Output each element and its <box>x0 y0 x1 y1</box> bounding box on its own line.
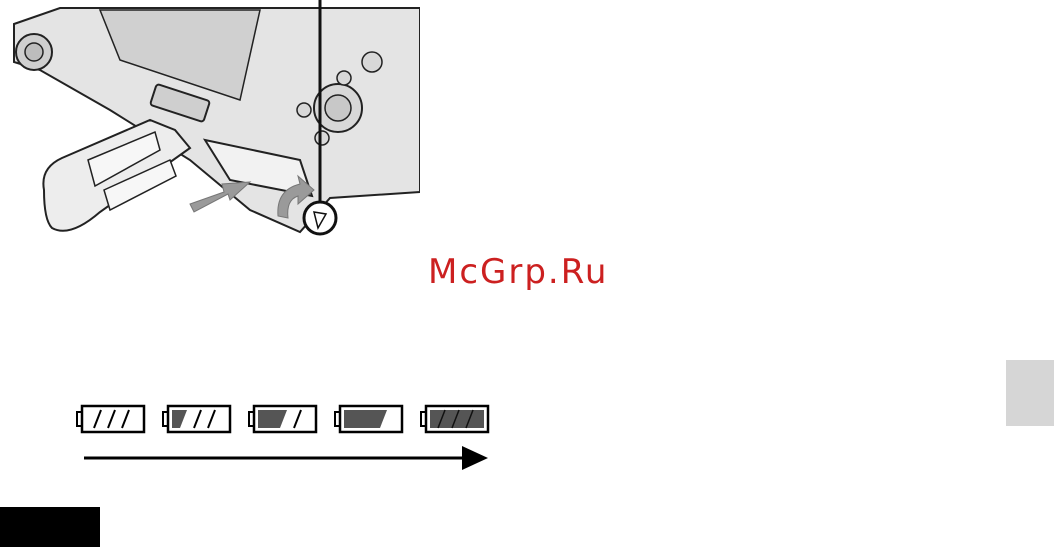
page-marker-block <box>0 507 100 547</box>
section-tab <box>1006 360 1054 426</box>
battery-indicator-row <box>76 398 496 442</box>
button-icon <box>362 52 382 72</box>
progress-arrow-icon <box>84 444 488 472</box>
battery-high-icon <box>162 404 232 434</box>
battery-medium-icon <box>248 404 318 434</box>
button-icon <box>297 103 311 117</box>
camera-illustration <box>0 0 420 250</box>
button-icon <box>337 71 351 85</box>
battery-low-icon <box>334 404 404 434</box>
button-icon <box>315 131 329 145</box>
watermark-text: McGrp.Ru <box>428 252 608 292</box>
battery-full-icon <box>76 404 146 434</box>
lock-lever-icon <box>304 202 336 234</box>
battery-empty-icon <box>420 404 490 434</box>
